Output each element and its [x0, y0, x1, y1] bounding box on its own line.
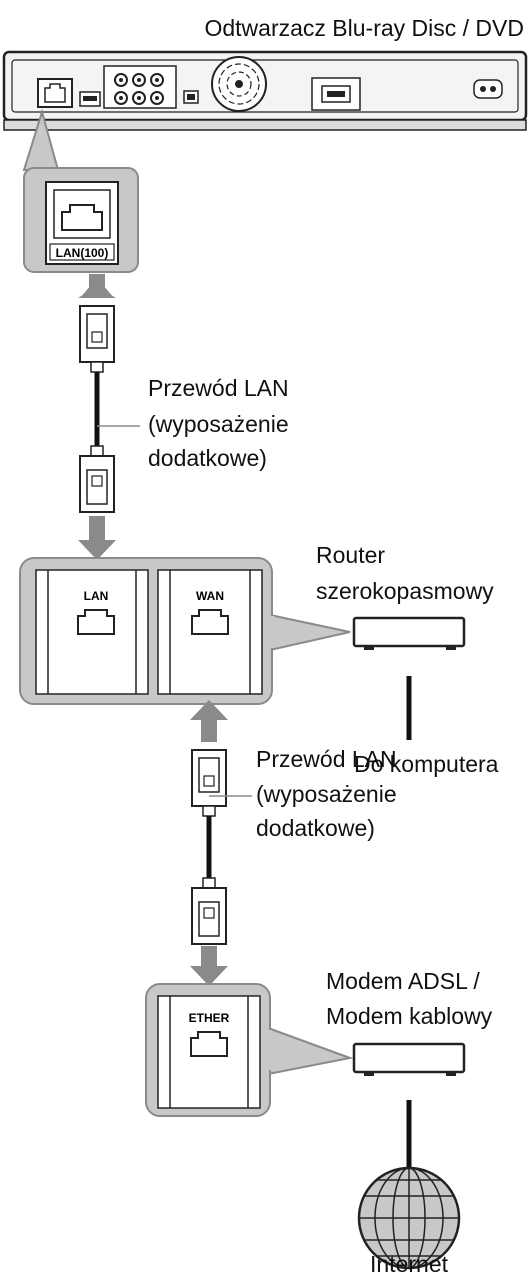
router-wan-jack-icon — [191, 609, 229, 635]
internet-globe-icon — [357, 1166, 461, 1270]
cable-1-label-line2: (wyposażenie — [148, 411, 289, 437]
cable-2-label-line2: (wyposażenie — [256, 781, 397, 807]
router-device-icon — [352, 616, 466, 740]
player-back-panel — [2, 50, 528, 131]
player-lan-port-label: LAN(100) — [56, 246, 109, 260]
cable-1-label-line1: Przewód LAN — [148, 375, 289, 401]
hdmi-port-icon — [79, 91, 101, 107]
cable-1-label-line3: dodatkowe) — [148, 445, 267, 471]
lan-cable-2 — [190, 700, 252, 986]
router-lan-port-label: LAN — [84, 589, 109, 603]
player-lan-zoom-callout — [22, 108, 139, 273]
usb-port-icon — [183, 90, 199, 104]
router-lan-jack-icon — [77, 609, 115, 635]
usb-socket-icon — [311, 77, 361, 111]
internet-label: Internet — [370, 1251, 448, 1277]
modem-label-line1: Modem ADSL / — [326, 968, 480, 994]
router-wan-port-label: WAN — [196, 589, 224, 603]
modem-label-line2: Modem kablowy — [326, 1003, 493, 1029]
cable-1-upper-plug-icon — [79, 305, 115, 373]
cable-2-label-line3: dodatkowe) — [256, 815, 375, 841]
player-lan-port-icon — [37, 78, 73, 108]
router-ports-callout — [19, 557, 351, 705]
cable-1-lower-plug-icon — [79, 445, 115, 513]
av-connectors-icon — [103, 65, 177, 109]
router-label-line1: Router — [316, 542, 386, 568]
cable-2-label-line1: Przewód LAN — [256, 746, 397, 772]
lan-cable-1 — [78, 274, 140, 560]
router-label-line2: szerokopasmowy — [316, 578, 494, 604]
player-title: Odtwarzacz Blu-ray Disc / DVD — [204, 15, 524, 41]
cable-2-upper-plug-icon — [191, 749, 227, 817]
to-computer-label: Do komputera — [354, 751, 499, 777]
modem-ether-port-label: ETHER — [189, 1011, 230, 1025]
modem-ether-jack-icon — [190, 1031, 228, 1057]
fan-vent-icon — [211, 56, 267, 112]
modem-port-callout — [145, 983, 354, 1117]
cable-2-lower-plug-icon — [191, 877, 227, 945]
ac-inlet-icon — [473, 79, 503, 99]
modem-device-icon — [352, 1042, 466, 1168]
